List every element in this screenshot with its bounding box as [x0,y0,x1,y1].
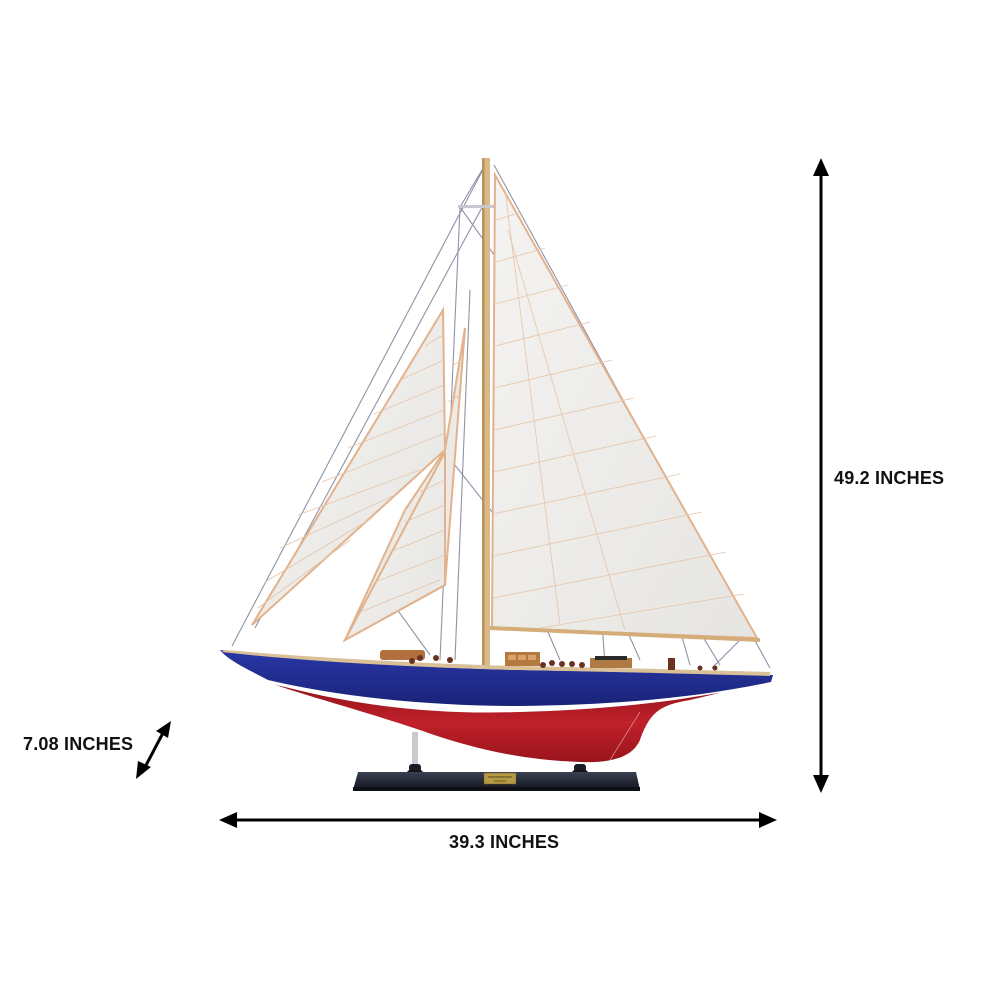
hull [220,650,773,763]
width-dimension-arrow [136,721,171,779]
deck-fittings [380,650,718,671]
mainsail [489,171,761,642]
height-dimension-arrow [813,158,829,793]
name-plaque [483,772,517,785]
staysail [342,327,466,643]
display-stand [353,732,640,791]
jib-sail [251,306,447,626]
length-dimension-label: 39.3 INCHES [449,832,560,852]
mast [458,158,503,668]
length-dimension-arrow [219,812,777,828]
boom [489,626,761,642]
width-dimension-label: 7.08 INCHES [23,734,134,754]
diagonal-double-arrow-icon [141,730,166,772]
height-dimension-label: 49.2 INCHES [834,468,945,488]
